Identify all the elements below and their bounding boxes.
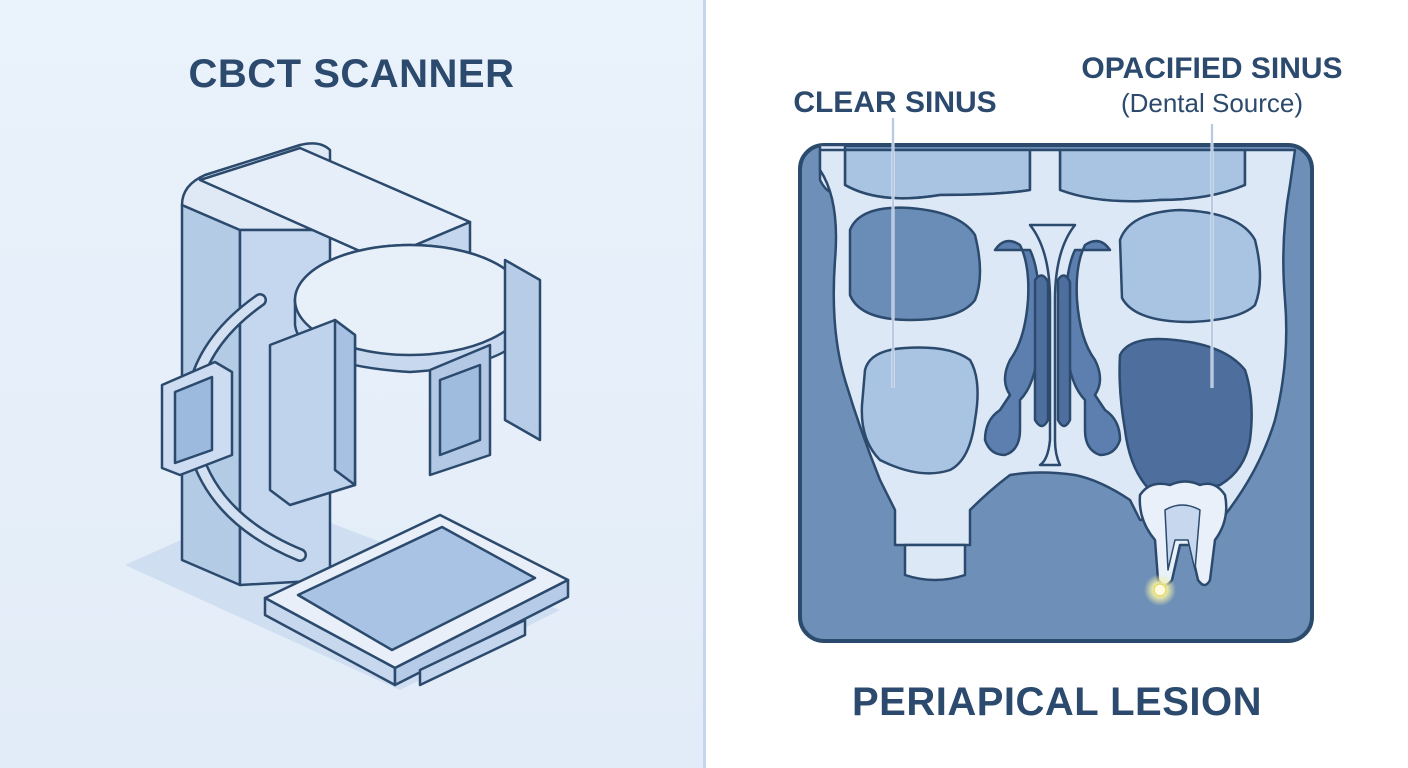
clear-sinus-label: CLEAR SINUS: [793, 86, 997, 119]
cbct-scanner-title: CBCT SCANNER: [188, 52, 515, 96]
opacified-sinus-text: OPACIFIED SINUS: [1081, 52, 1343, 85]
dental-source-text: (Dental Source): [1120, 88, 1304, 118]
periapical-lesion-label: PERIAPICAL LESION: [851, 680, 1263, 724]
opacified-sinus-label: OPACIFIED SINUS (Dental Source): [1062, 52, 1362, 120]
panel-divider: [703, 0, 706, 768]
